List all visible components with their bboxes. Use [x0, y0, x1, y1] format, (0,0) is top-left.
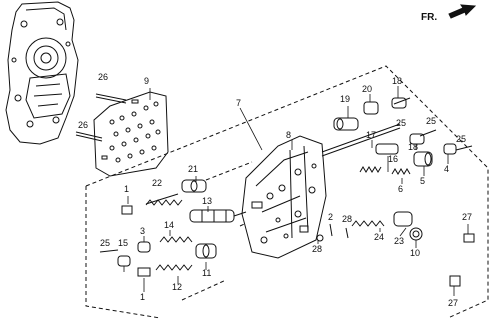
- callout-18-upper: 18: [392, 76, 402, 86]
- callout-8: 8: [286, 130, 291, 140]
- callout-2: 2: [328, 212, 333, 222]
- callout-6: 6: [398, 184, 403, 194]
- separator-plate: [93, 91, 169, 177]
- pin-25-left: [99, 249, 119, 253]
- part-17: [321, 123, 401, 157]
- callout-23: 23: [394, 236, 404, 246]
- front-arrow-icon: [448, 4, 477, 19]
- pin-25-upper: [393, 97, 411, 105]
- leader-22: [145, 193, 179, 205]
- callout-28-lower: 28: [312, 244, 322, 254]
- callout-7: 7: [236, 98, 241, 108]
- callout-16: 16: [388, 154, 398, 164]
- part-27-lower: [449, 275, 461, 287]
- spring-24: [351, 220, 385, 227]
- callout-19: 19: [340, 94, 350, 104]
- part-27-upper: [463, 233, 475, 243]
- valve-body: [241, 135, 327, 259]
- part-11: [195, 243, 217, 259]
- callout-4: 4: [444, 164, 449, 174]
- callout-26-upper: 26: [98, 72, 108, 82]
- part-4: [443, 143, 457, 155]
- pin-2: [329, 223, 333, 237]
- transmission-case: [5, 1, 79, 145]
- pin-25-mid: [419, 129, 437, 137]
- spring-12: [155, 264, 193, 271]
- callout-21: 21: [188, 164, 198, 174]
- callout-18-lower: 18: [408, 142, 418, 152]
- part-1-lower: [137, 267, 151, 277]
- part-19: [333, 117, 359, 131]
- callout-25-left: 25: [100, 238, 110, 248]
- callout-27-upper: 27: [462, 212, 472, 222]
- callout-13: 13: [202, 196, 212, 206]
- part-20: [363, 101, 379, 115]
- callout-14: 14: [164, 220, 174, 230]
- callout-11: 11: [202, 268, 211, 278]
- part-18-upper: [391, 97, 407, 109]
- callout-1-upper: 1: [124, 184, 129, 194]
- callout-22: 22: [152, 178, 162, 188]
- callout-25-mid: 25: [426, 116, 436, 126]
- callout-17: 17: [366, 130, 376, 140]
- dowel-pins: [75, 93, 127, 142]
- callout-24: 24: [374, 232, 384, 242]
- leader-lines: [123, 86, 469, 296]
- part-3: [137, 241, 151, 253]
- pin-25-right: [455, 145, 473, 151]
- part-18-lower: [409, 133, 425, 145]
- assembly-boundary: [85, 65, 489, 319]
- part-13: [189, 209, 247, 223]
- callout-26-lower: 26: [78, 120, 88, 130]
- front-label: FR.: [421, 12, 437, 23]
- callout-9: 9: [144, 76, 149, 86]
- ball-28-lower: [316, 234, 324, 242]
- pin-28-right: [345, 227, 349, 239]
- front-direction-indicator: FR.: [421, 4, 477, 23]
- callout-15: 15: [118, 238, 128, 248]
- callout-28-right: 28: [342, 214, 352, 224]
- part-10: [409, 227, 423, 241]
- part-5: [413, 151, 433, 167]
- part-21: [181, 179, 207, 193]
- callout-1-lower: 1: [140, 292, 145, 302]
- spring-16: [359, 166, 382, 173]
- callout-25-upper: 25: [396, 118, 406, 128]
- part-23: [393, 211, 413, 227]
- part-15: [117, 255, 131, 267]
- callout-labels: 7 9 26 26 8 21 22 1 13 14 3 25 15 11 12 …: [78, 72, 472, 308]
- callout-10: 10: [410, 248, 420, 258]
- spring-6: [391, 168, 411, 175]
- callout-12: 12: [172, 282, 182, 292]
- callout-20: 20: [362, 84, 372, 94]
- part-1-upper: [121, 205, 133, 215]
- callout-25-right: 25: [456, 134, 466, 144]
- spring-14: [159, 236, 193, 243]
- callout-27-lower: 27: [448, 298, 458, 308]
- callout-5: 5: [420, 176, 425, 186]
- callout-3: 3: [140, 226, 145, 236]
